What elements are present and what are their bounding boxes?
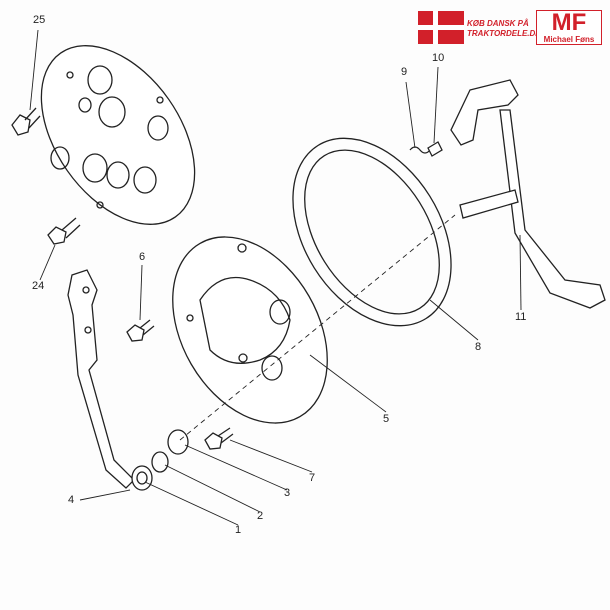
washers bbox=[131, 429, 189, 491]
callout-4: 4 bbox=[68, 494, 75, 506]
mf-brand: MF bbox=[551, 9, 587, 36]
callout-1: 1 bbox=[235, 524, 242, 536]
bolt-7 bbox=[204, 427, 234, 450]
gasket bbox=[292, 137, 452, 327]
bolt-25 bbox=[11, 107, 41, 136]
leader-lines bbox=[29, 29, 522, 526]
callout-9: 9 bbox=[401, 66, 408, 78]
bolt-24 bbox=[47, 217, 81, 245]
callout-11: 11 bbox=[515, 311, 527, 323]
callout-2: 2 bbox=[257, 510, 264, 522]
callout-8: 8 bbox=[475, 341, 482, 353]
mf-owner: Michael Føns bbox=[543, 35, 595, 44]
callout-10: 10 bbox=[432, 52, 445, 64]
link-bar bbox=[67, 269, 135, 489]
mf-logo: MF Michael Føns bbox=[536, 10, 602, 45]
spring-9 bbox=[409, 146, 431, 154]
shop-slogan: KØB DANSK PÅ TRAKTORDELE.DK bbox=[467, 19, 541, 39]
callout-6: 6 bbox=[139, 251, 146, 263]
danish-flag-logo bbox=[418, 11, 464, 44]
callout-7: 7 bbox=[309, 472, 316, 484]
valve-plate bbox=[172, 236, 328, 424]
lever-arm bbox=[450, 79, 606, 309]
slogan-line2: TRAKTORDELE.DK bbox=[467, 29, 542, 38]
callout-25: 25 bbox=[33, 14, 46, 26]
callout-24: 24 bbox=[32, 280, 45, 292]
grease-nipple-10 bbox=[427, 141, 443, 157]
bolt-6 bbox=[126, 319, 155, 342]
callout-3: 3 bbox=[284, 487, 291, 499]
cover-plate bbox=[40, 45, 196, 225]
slogan-line1: KØB DANSK PÅ bbox=[467, 19, 529, 28]
callout-5: 5 bbox=[383, 413, 390, 425]
